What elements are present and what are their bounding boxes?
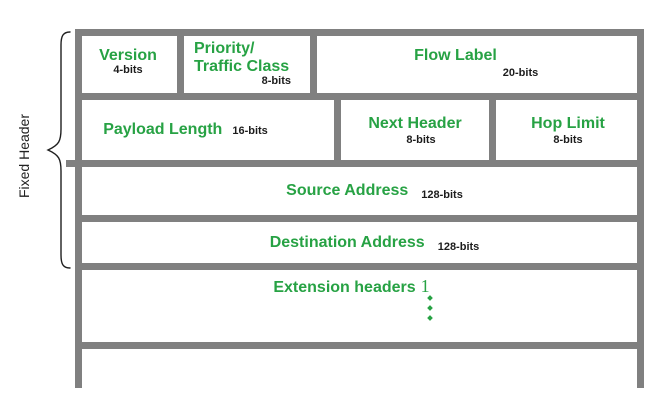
extension-headers-label: Extension headers [273,279,416,296]
destination-address-bits: 128-bits [437,240,480,253]
row-divider [82,215,637,222]
row-divider [66,160,637,167]
cell-divider [310,36,317,93]
row-payload-next-hop: Payload Length 16-bits Next Header 8-bit… [82,100,637,160]
field-version: Version 4-bits [82,36,174,93]
source-address-bits: 128-bits [421,189,463,201]
fixed-header-label: Fixed Header [16,113,32,199]
field-source-address: Source Address 128-bits [82,167,637,215]
traffic-class-label-line2: Traffic Class [194,58,290,75]
version-bits: 4-bits [113,64,143,76]
row-divider [82,342,637,349]
row-divider [82,263,637,270]
cell-divider [334,100,341,160]
traffic-class-label-line1: Priority/ [194,40,255,57]
flow-label-bits: 20-bits [502,67,539,79]
field-next-header: Next Header 8-bits [344,100,486,160]
row-continuation-empty [82,349,637,388]
source-address-label: Source Address [286,182,409,199]
header-box: Version 4-bits Priority/ Traffic Class 8… [66,29,644,388]
field-traffic-class: Priority/ Traffic Class 8-bits [187,36,307,93]
field-destination-address: Destination Address 128-bits [82,222,637,263]
row-divider [82,93,637,100]
field-flow-label: Flow Label 20-bits [320,36,637,93]
curly-brace [46,31,71,269]
field-payload-length: Payload Length 16-bits [82,100,331,160]
destination-address-group: Destination Address 128-bits [269,233,480,253]
destination-address-label: Destination Address [269,233,425,251]
extension-headers-index: 1 [420,276,430,296]
ellipsis-dot [427,305,433,311]
hop-limit-bits: 8-bits [553,133,583,146]
payload-length-bits: 16-bits [232,125,268,137]
next-header-label: Next Header [368,114,462,132]
traffic-class-bits: 8-bits [261,75,291,87]
field-hop-limit: Hop Limit 8-bits [499,100,637,160]
source-address-group: Source Address 128-bits [286,182,463,201]
cell-divider [177,36,184,93]
flow-label-label: Flow Label [414,47,497,64]
next-header-bits: 8-bits [406,133,436,146]
cell-divider [489,100,496,160]
payload-length-group: Payload Length 16-bits [103,121,268,139]
row-version-traffic-flow: Version 4-bits Priority/ Traffic Class 8… [82,36,637,93]
ellipsis-dot [427,315,433,321]
payload-length-label: Payload Length [103,121,223,138]
hop-limit-label: Hop Limit [531,114,605,132]
ellipsis-dot [427,295,433,301]
version-label: Version [99,47,157,64]
ellipsis-dots [427,295,433,321]
